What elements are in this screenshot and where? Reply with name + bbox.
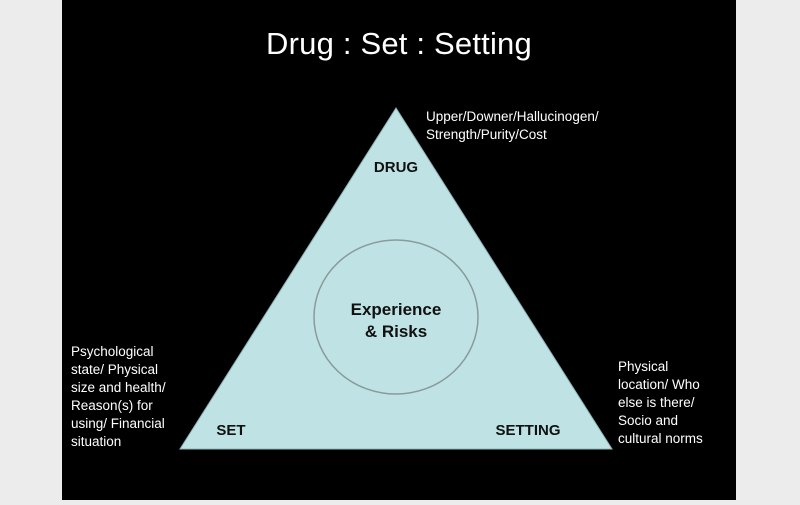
vertex-label-setting: SETTING: [495, 422, 560, 439]
triangle-diagram: Experience & Risks DRUG SET SETTING: [179, 107, 613, 450]
drug-description: Upper/Downer/Hallucinogen/ Strength/Puri…: [426, 109, 599, 142]
vertex-label-drug: DRUG: [374, 159, 418, 176]
slide-title: Drug : Set : Setting: [266, 26, 532, 61]
center-circle: [313, 239, 479, 395]
center-label-line1: Experience: [351, 300, 442, 319]
vertex-label-set: SET: [216, 422, 245, 439]
setting-description: Physical location/ Who else is there/ So…: [618, 359, 703, 446]
slide: Drug : Set : Setting Experience & Risks …: [62, 0, 736, 500]
center-label-line2: & Risks: [365, 322, 427, 341]
set-description: Psychological state/ Physical size and h…: [71, 344, 166, 449]
triangle-shape: [179, 107, 613, 450]
